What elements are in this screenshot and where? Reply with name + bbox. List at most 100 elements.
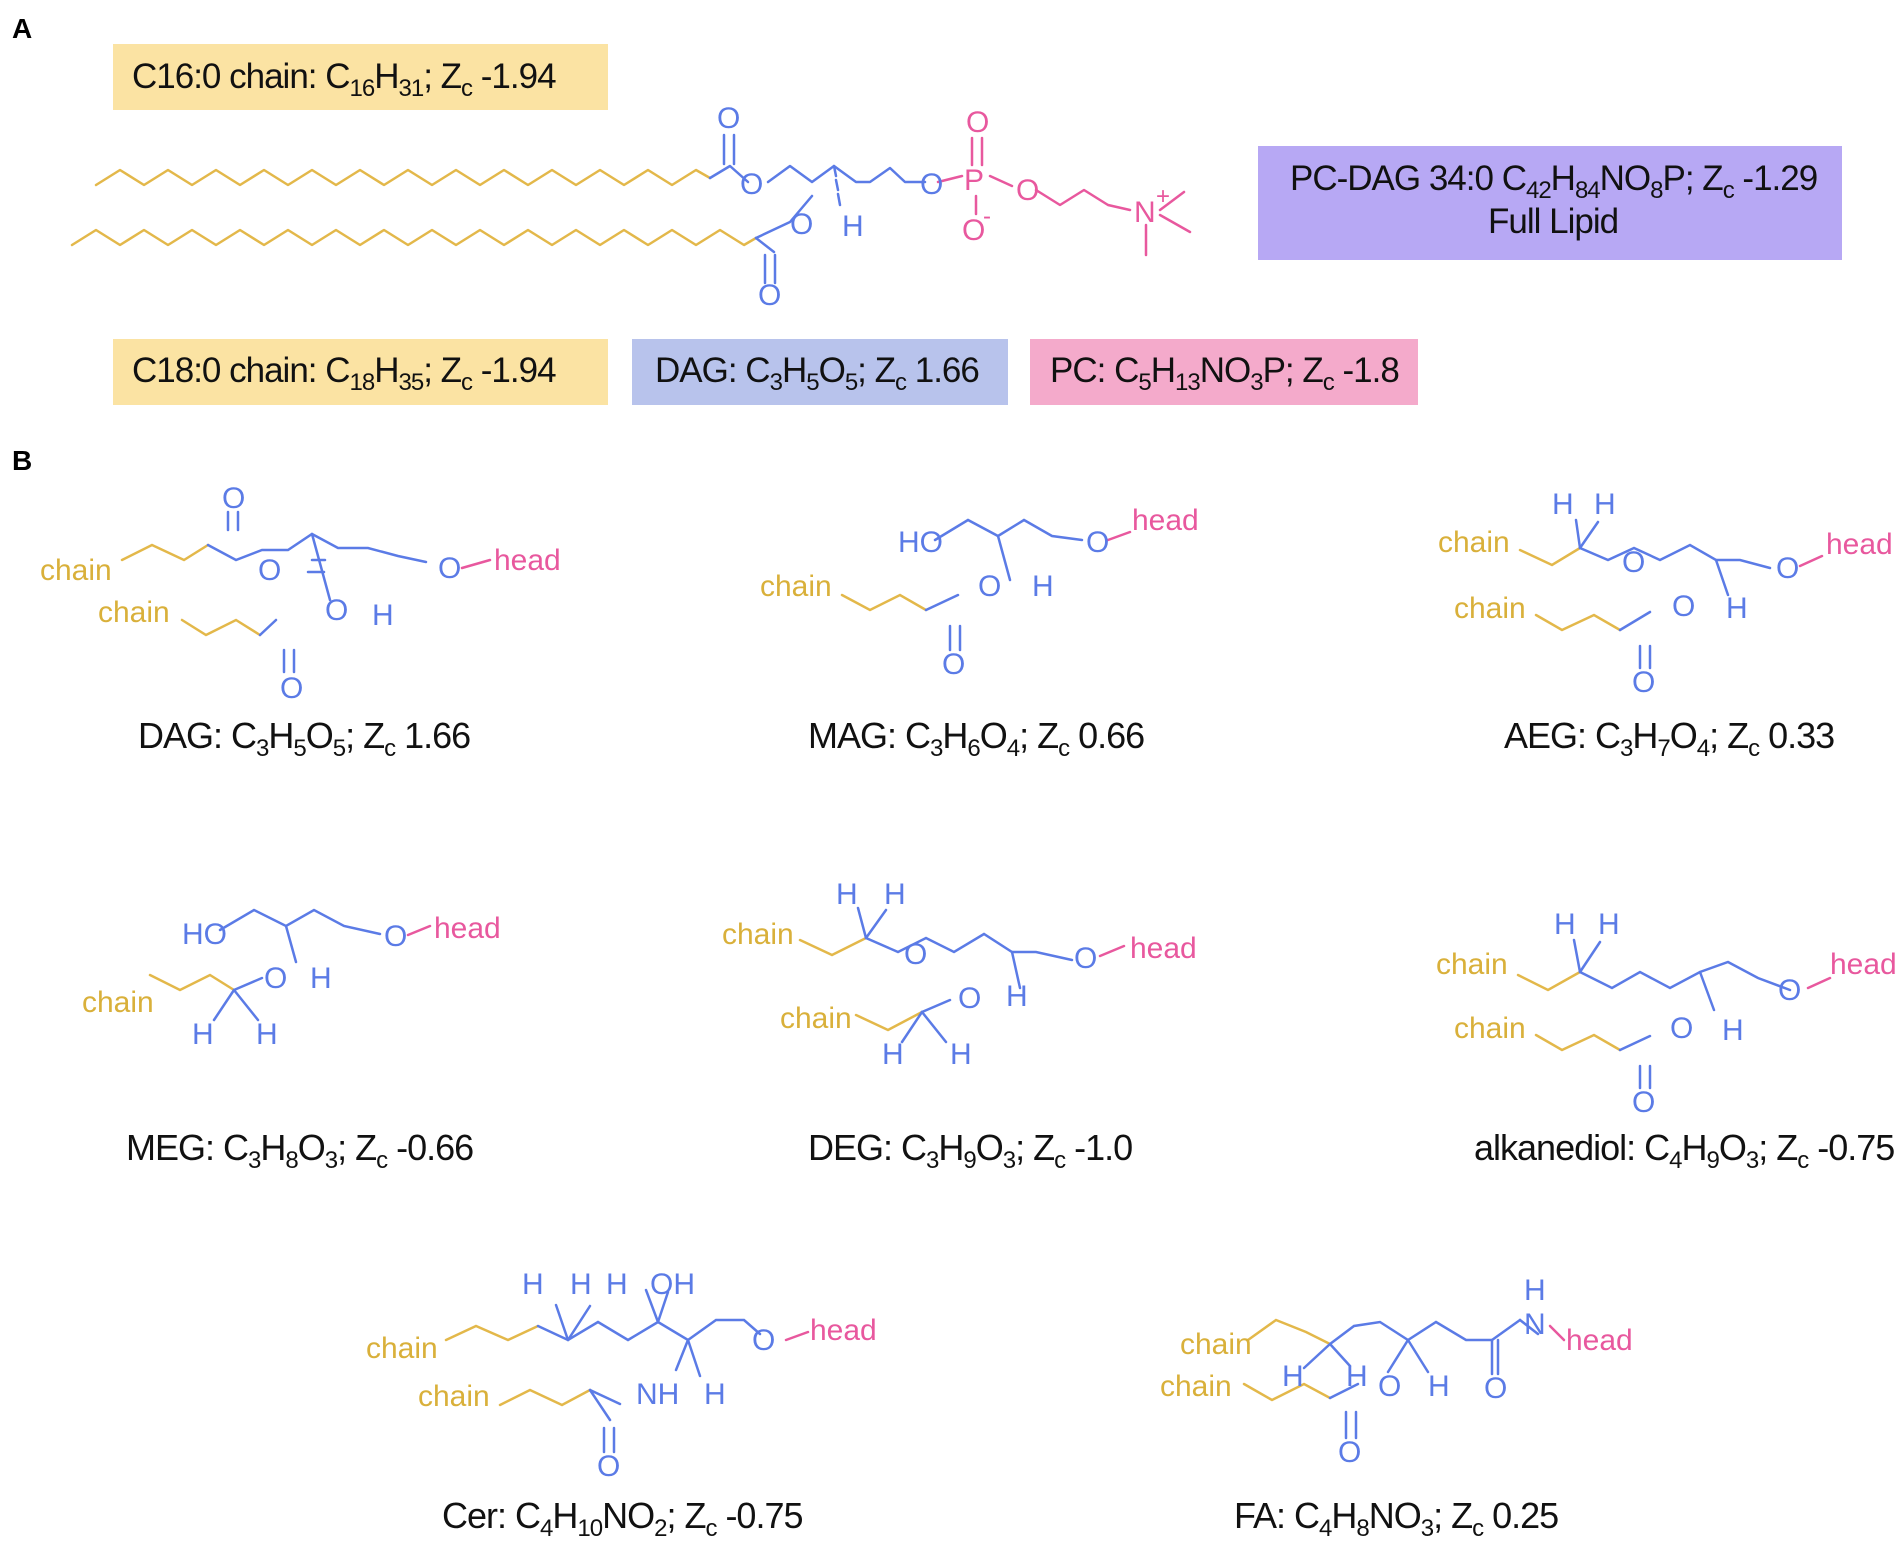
carbonyl-o-2: O <box>758 279 781 312</box>
svg-text:PC: C5H13NO3P; Zc -1.8: PC: C5H13NO3P; Zc -1.8 <box>1050 351 1399 396</box>
choline-plus-charge: + <box>1156 183 1170 210</box>
deg-h-1: H <box>836 878 858 911</box>
phosphate-o-link: O <box>920 168 943 201</box>
choline-o: O <box>1016 174 1039 207</box>
cer-structure: chain chain H H H OH NH H O O head Cer: … <box>366 1268 877 1542</box>
aeg-h-2: H <box>1594 488 1616 521</box>
phosphorus-atom: P <box>964 164 984 197</box>
alk-o-ester: O <box>1670 1012 1693 1045</box>
full-lipid-subtitle: Full Lipid <box>1488 202 1618 241</box>
svg-text:Cer: C4H10NO2; Zc -0.75: Cer: C4H10NO2; Zc -0.75 <box>442 1495 803 1542</box>
aeg-h-3: H <box>1726 592 1748 625</box>
dag-o-5: O <box>438 552 461 585</box>
dag-chain-label-2: chain <box>98 596 170 629</box>
svg-text:MAG: C3H6O4; Zc 0.66: MAG: C3H6O4; Zc 0.66 <box>808 715 1144 762</box>
dag-o-1: O <box>222 482 245 515</box>
cer-oh: OH <box>650 1268 695 1301</box>
mag-o-carbonyl: O <box>942 648 965 681</box>
mag-structure: chain HO O H O O head MAG: C3H6O4; Zc 0.… <box>760 504 1199 762</box>
fa-o-carbonyl-1: O <box>1338 1436 1361 1469</box>
meg-o-ether: O <box>264 962 287 995</box>
meg-head-label: head <box>434 912 501 945</box>
meg-h-2: H <box>192 1018 214 1051</box>
alk-chain-label-1: chain <box>1436 948 1508 981</box>
svg-text:alkanediol: C4H9O3; Zc -0.75: alkanediol: C4H9O3; Zc -0.75 <box>1474 1127 1894 1174</box>
cer-h-1: H <box>522 1268 544 1301</box>
fa-o-ester: O <box>1378 1370 1401 1403</box>
meg-h-3: H <box>256 1018 278 1051</box>
svg-text:PC-DAG 34:0 C42H84NO8P; Zc -: PC-DAG 34:0 C42H84NO8P; Zc -1.29 <box>1290 159 1817 204</box>
pc-label: PC: C5H13NO3P; Zc -1.8 <box>1030 339 1418 405</box>
aeg-head-label: head <box>1826 528 1893 561</box>
pc-dag-structure <box>70 133 1192 285</box>
panel-a-letter: A <box>12 13 32 44</box>
phosphocholine-head-bonds <box>936 136 1192 257</box>
stereo-h: H <box>842 210 864 243</box>
fa-structure: chain chain H H O H O O H N head FA: C4H… <box>1160 1274 1633 1542</box>
c16-chain-label: C16:0 chain: C16H31; Zc -1.94 <box>113 44 608 110</box>
deg-h-4: H <box>882 1038 904 1071</box>
alk-o-head: O <box>1778 974 1801 1007</box>
fa-o-carbonyl-2: O <box>1484 1372 1507 1405</box>
aeg-o-head: O <box>1776 552 1799 585</box>
svg-text:DAG: C3H5O5; Zc 1.66: DAG: C3H5O5; Zc 1.66 <box>138 715 470 762</box>
dag-head-label: head <box>494 544 561 577</box>
svg-text:DEG: C3H9O3; Zc -1.0: DEG: C3H9O3; Zc -1.0 <box>808 1127 1132 1174</box>
deg-structure: chain chain H H O O H H H O head DEG: C3… <box>722 878 1197 1174</box>
aeg-structure: chain chain H H O O H O O head AEG: C3H7… <box>1438 488 1893 762</box>
deg-o-ether-1: O <box>904 938 927 971</box>
meg-structure: chain HO O H H H O head MEG: C3H8O3; Zc … <box>82 908 501 1174</box>
deg-head-label: head <box>1130 932 1197 965</box>
deg-chain-label-1: chain <box>722 918 794 951</box>
c18-chain-bonds <box>70 228 758 247</box>
fa-head-label: head <box>1566 1324 1633 1357</box>
ester-o-1: O <box>740 168 763 201</box>
cer-chain-label-1: chain <box>366 1332 438 1365</box>
ester-o-2: O <box>790 208 813 241</box>
alk-chain-label-2: chain <box>1454 1012 1526 1045</box>
mag-o-ester: O <box>978 570 1001 603</box>
svg-text:DAG: C3H5O5; Zc 1.66: DAG: C3H5O5; Zc 1.66 <box>655 351 979 396</box>
phosphate-o-minus: O <box>962 214 985 247</box>
dag-o-4: O <box>280 672 303 705</box>
svg-text:MEG: C3H8O3; Zc -0.66: MEG: C3H8O3; Zc -0.66 <box>126 1127 473 1174</box>
meg-chain-label: chain <box>82 986 154 1019</box>
aeg-chain-label-1: chain <box>1438 526 1510 559</box>
deg-h-5: H <box>950 1038 972 1071</box>
fa-n: N <box>1524 1308 1546 1341</box>
c16-chain-bonds <box>94 168 712 187</box>
c18-chain-label: C18:0 chain: C18H35; Zc -1.94 <box>113 339 608 405</box>
dag-o-2: O <box>258 554 281 587</box>
cer-head-label: head <box>810 1314 877 1347</box>
meg-ho: HO <box>182 918 227 951</box>
aeg-chain-label-2: chain <box>1454 592 1526 625</box>
alk-h-3: H <box>1722 1014 1744 1047</box>
full-lipid-label: PC-DAG 34:0 C42H84NO8P; Zc -1.29 Full Li… <box>1258 146 1842 260</box>
aeg-h-1: H <box>1552 488 1574 521</box>
dag-chain-label-1: chain <box>40 554 112 587</box>
glycerol-backbone-bonds <box>708 133 927 285</box>
panel-b-letter: B <box>12 445 32 476</box>
fa-h-2: H <box>1346 1360 1368 1393</box>
mag-chain-label: chain <box>760 570 832 603</box>
fa-chain-label-1: chain <box>1180 1328 1252 1361</box>
fa-h-3: H <box>1428 1370 1450 1403</box>
svg-text:C18:0 chain: C18H35; Zc -1.94: C18:0 chain: C18H35; Zc -1.94 <box>132 351 556 396</box>
alk-head-label: head <box>1830 948 1897 981</box>
choline-n: N <box>1134 196 1156 229</box>
mag-o-head: O <box>1086 526 1109 559</box>
cer-h-4: H <box>704 1378 726 1411</box>
fa-h-1: H <box>1282 1360 1304 1393</box>
svg-text:FA: C4H8NO3; Zc 0.25: FA: C4H8NO3; Zc 0.25 <box>1234 1495 1558 1542</box>
dag-o-3: O <box>325 594 348 627</box>
deg-o-ether-2: O <box>958 982 981 1015</box>
cer-h-3: H <box>606 1268 628 1301</box>
mag-head-label: head <box>1132 504 1199 537</box>
deg-chain-label-2: chain <box>780 1002 852 1035</box>
phosphate-minus-charge: - <box>983 203 991 230</box>
cer-nh: NH <box>636 1378 679 1411</box>
alk-h-1: H <box>1554 908 1576 941</box>
cer-o-head: O <box>752 1324 775 1357</box>
alkanediol-structure: chain chain H H O H O O head alkanediol:… <box>1436 908 1897 1174</box>
